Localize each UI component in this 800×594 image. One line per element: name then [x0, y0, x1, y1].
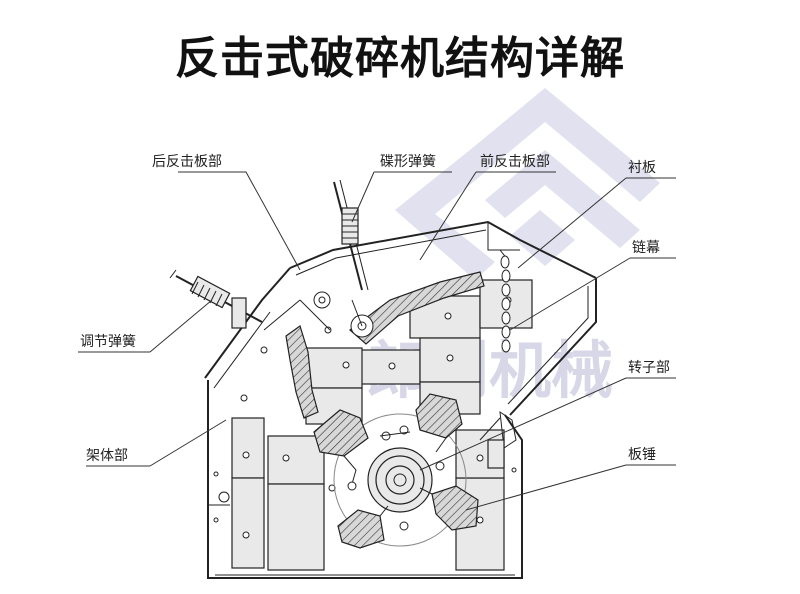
- leader-lines: [78, 171, 676, 511]
- adjust-spring-assembly: [169, 269, 263, 329]
- page-title: 反击式破碎机结构详解: [175, 33, 625, 84]
- label-adjust-spring: 调节弹簧: [80, 334, 136, 350]
- label-rear-apron: 后反击板部: [152, 154, 222, 170]
- label-front-apron: 前反击板部: [480, 153, 550, 170]
- watermark-logo: [395, 88, 660, 280]
- label-disc-spring: 碟形弹簧: [380, 154, 436, 170]
- liner-plate: [479, 410, 517, 469]
- label-liner: 衬板: [628, 160, 656, 176]
- blow-bars: [313, 393, 479, 549]
- label-blow-bar: 板锤: [628, 447, 656, 463]
- front-apron: [349, 271, 485, 345]
- crusher-frame: [204, 220, 597, 579]
- label-frame: 架体部: [86, 448, 128, 464]
- rotor: [333, 413, 467, 547]
- label-chain-curtain: 链幕: [632, 240, 660, 256]
- rear-apron: [263, 291, 331, 419]
- chain-curtain: [499, 249, 511, 353]
- label-rotor: 转子部: [628, 360, 670, 376]
